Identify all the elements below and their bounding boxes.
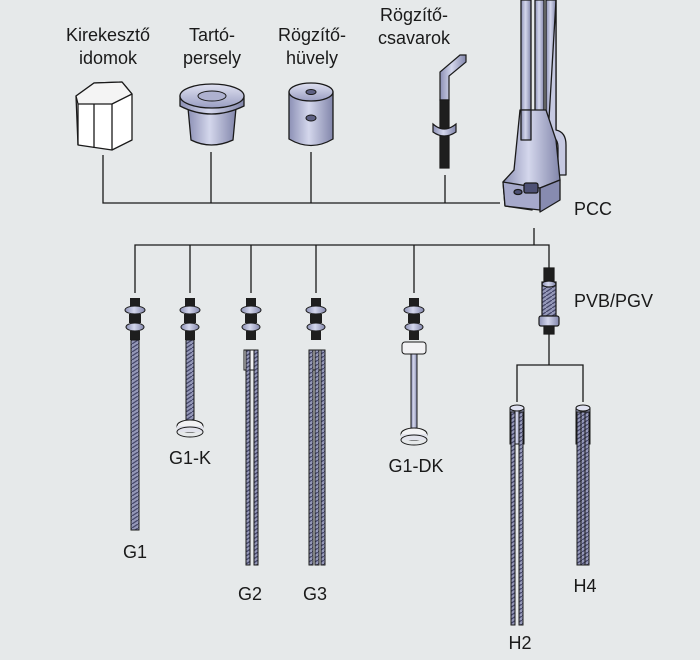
label-line: idomok: [78, 48, 138, 68]
label-pvb-pgv: PVB/PGV: [574, 291, 654, 311]
label-g2: G2: [237, 584, 262, 604]
threaded-shaft: [320, 349, 326, 566]
threaded-shaft: [584, 411, 590, 566]
label-line: Rögzítő-: [379, 5, 449, 25]
nut-top: [246, 298, 256, 306]
threaded-shaft: [245, 349, 251, 566]
threaded-shaft: [253, 349, 259, 566]
rod-h4-icon: [575, 404, 591, 566]
nut: [245, 314, 257, 323]
washer: [179, 305, 201, 315]
label-line: Kirekesztő: [65, 25, 151, 45]
threaded-shaft: [576, 411, 582, 566]
nut-top: [409, 298, 419, 306]
label-g3: G3: [302, 584, 327, 604]
nut-bottom: [185, 331, 195, 340]
spacer: [401, 341, 427, 355]
threaded-shaft: [510, 411, 516, 626]
washer: [241, 322, 261, 332]
threaded-shaft: [314, 349, 320, 566]
fixing-sleeve-icon: [288, 82, 334, 147]
nut-bottom: [130, 331, 140, 340]
label-line: hüvely: [285, 48, 339, 68]
h-sleeve-top: [575, 404, 591, 412]
nut: [408, 314, 420, 323]
connector-lines: [102, 152, 584, 402]
washer: [404, 322, 424, 332]
washer: [403, 305, 425, 315]
label-g1-k: G1-K: [168, 448, 211, 468]
nut-bottom: [246, 331, 256, 340]
nut-top: [130, 298, 140, 306]
connector-h-rods: [516, 333, 584, 402]
label-pcc: PCC: [574, 199, 613, 219]
connector-rod-bus: [134, 244, 550, 293]
nut-top: [311, 298, 321, 306]
smooth-shaft: [410, 353, 418, 429]
connector-accessories: [102, 155, 500, 204]
washer: [124, 305, 146, 315]
label-line: Tartó-: [188, 25, 235, 45]
rod-h2-icon: [509, 404, 525, 626]
label-rogzito-csavarok: Rögzítő- csavarok: [362, 4, 466, 50]
threaded-shaft: [185, 339, 195, 421]
washer: [305, 305, 327, 315]
nut: [310, 314, 322, 323]
label-g1: G1: [122, 542, 147, 562]
h-sleeve-top: [509, 404, 525, 412]
threaded-shaft: [518, 411, 524, 626]
foot-plate-edge: [400, 434, 428, 446]
foot-plate-side: [401, 434, 427, 440]
pcc-holder-icon: [502, 0, 567, 213]
label-g1-dk: G1-DK: [388, 456, 444, 476]
label-tarto-persely: Tartó- persely: [172, 24, 252, 70]
rods-layer: [124, 298, 591, 626]
label-line: Rögzítő-: [277, 25, 347, 45]
label-line: persely: [182, 48, 242, 68]
nut-bottom: [409, 331, 419, 340]
wing-screw-icon: [432, 54, 467, 169]
rod-g1dk-icon: [400, 298, 428, 446]
support-sleeve-icon: [179, 83, 245, 146]
label-h4: H4: [573, 576, 597, 596]
label-rogzito-huvely: Rögzítő- hüvely: [272, 24, 352, 70]
threaded-shaft: [580, 411, 586, 566]
nut-bottom: [311, 331, 321, 340]
washer: [240, 305, 262, 315]
washer: [125, 322, 145, 332]
nut: [129, 314, 141, 323]
threaded-shaft: [308, 349, 314, 566]
rod-g1k-icon: [176, 298, 204, 438]
rod-g2-icon: [240, 298, 262, 566]
washer: [180, 322, 200, 332]
nut-top: [185, 298, 195, 306]
washer: [306, 322, 326, 332]
nut: [184, 314, 196, 323]
rod-g1-icon: [124, 298, 146, 531]
foot-plate-edge: [176, 426, 204, 438]
label-h2: H2: [508, 633, 532, 653]
label-kirekeszto-idomok: Kirekesztő idomok: [56, 24, 160, 70]
threaded-shaft: [130, 339, 140, 531]
rod-g3-icon: [305, 298, 327, 566]
label-line: csavarok: [377, 28, 451, 48]
foot-plate-side: [177, 426, 203, 432]
threaded-adapter-icon: [538, 267, 560, 335]
hexagonal-block-icon: [75, 81, 133, 151]
